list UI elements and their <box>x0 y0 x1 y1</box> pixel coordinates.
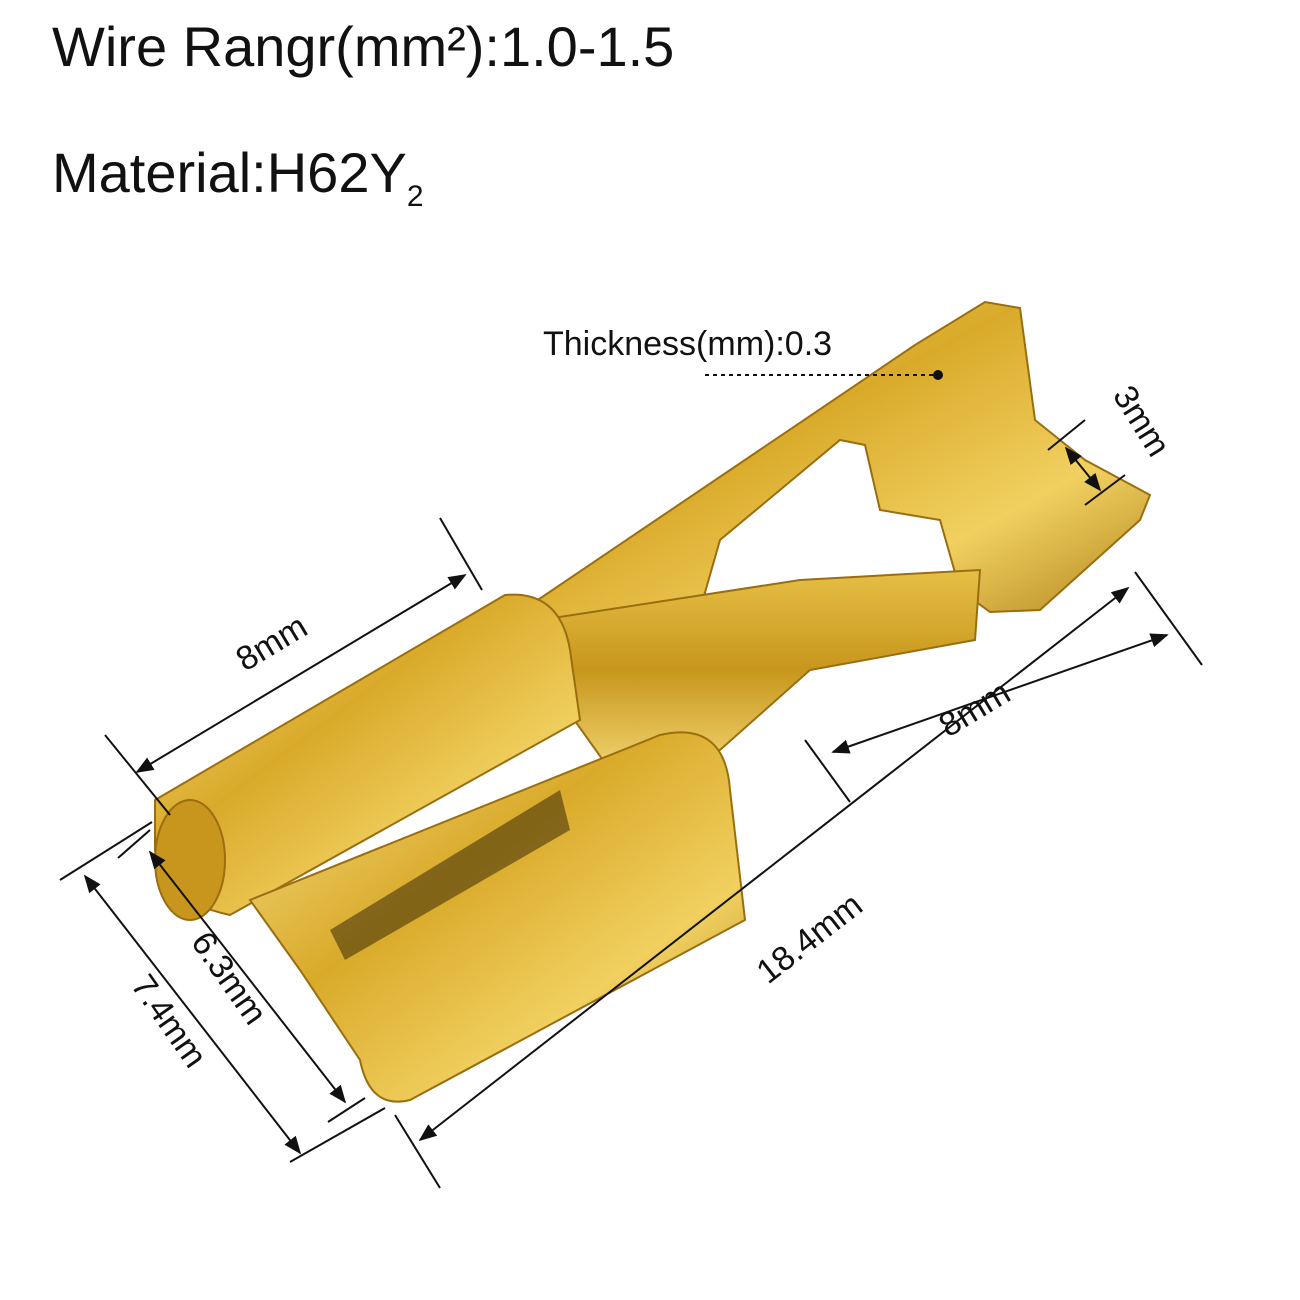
receptacle-extension-line <box>439 517 483 591</box>
tab-height-label: 3mm <box>1105 379 1177 463</box>
material-label: Material:H62Y2 <box>52 140 424 214</box>
receptacle-length-dimension <box>135 574 467 773</box>
receptacle-length-label: 8mm <box>230 607 314 678</box>
inner-width-label: 6.3mm <box>183 925 274 1032</box>
tab-height-dimension <box>1064 446 1102 492</box>
material-text: Material:H62Y <box>52 141 407 204</box>
wire-range-label: Wire Rangr(mm²):1.0-1.5 <box>52 14 674 79</box>
tab-extension-line <box>1047 419 1086 451</box>
outer-width-extension-line <box>289 1107 386 1163</box>
receptacle-extension-line <box>104 734 171 816</box>
outer-width-dimension <box>83 874 302 1155</box>
inner-width-extension-line <box>327 1097 366 1123</box>
total-length-dimension <box>418 586 1130 1142</box>
crimp-extension-line <box>1134 571 1203 666</box>
wire-range-text: Wire Rangr(mm²):1.0-1.5 <box>52 15 675 78</box>
total-extension-line <box>394 1114 441 1189</box>
thickness-dot <box>933 370 943 380</box>
tab-extension-line <box>1084 474 1126 506</box>
total-length-label: 18.4mm <box>750 886 870 992</box>
thickness-label: Thickness(mm):0.3 <box>543 325 832 363</box>
material-subscript: 2 <box>406 180 424 213</box>
inner-width-extension-line <box>117 829 151 859</box>
outer-width-extension-line <box>59 821 153 881</box>
